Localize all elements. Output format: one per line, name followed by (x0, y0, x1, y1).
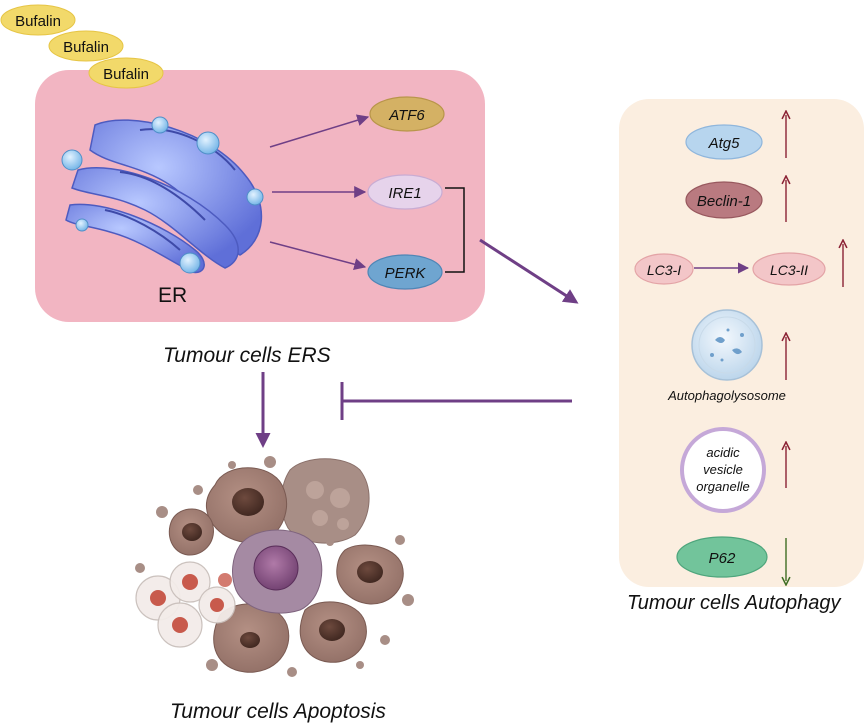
bufalin-ellipse-3 (88, 57, 164, 89)
atg5-node: Atg5 (685, 124, 763, 160)
lc3-i-label: LC3-I (647, 262, 681, 278)
atf6-node: ATF6 (369, 96, 445, 132)
p62-label: P62 (709, 550, 736, 567)
autophagolysosome-label: Autophagolysosome (667, 388, 786, 403)
er-organelle-icon (61, 116, 264, 274)
beclin-node: Beclin-1 (685, 181, 763, 219)
arrow-ers-to-autophagy (479, 238, 579, 304)
acidic-vesicle-line-1: acidic (706, 445, 740, 460)
er-label: ER (158, 284, 188, 307)
p62-node: P62 (676, 536, 768, 578)
caption-apoptosis: Tumour cells Apoptosis (170, 700, 386, 723)
beclin-label: Beclin-1 (697, 193, 751, 210)
caption-ers: Tumour cells ERS (163, 344, 331, 367)
bufalin-ellipse-1 (0, 4, 76, 36)
ire1-label: IRE1 (388, 185, 421, 202)
lc3-ii-node: LC3-II (752, 252, 826, 286)
lc3-i-node: LC3-I (634, 253, 694, 285)
bufalin-label-2: Bufalin (63, 39, 109, 56)
bufalin-label-1: Bufalin (15, 13, 61, 30)
arrow-er-to-perk (269, 241, 367, 271)
atf6-label: ATF6 (388, 107, 425, 124)
perk-node: PERK (367, 254, 443, 290)
caption-autophagy: Tumour cells Autophagy (627, 592, 841, 614)
bufalin-label-3: Bufalin (103, 66, 149, 83)
apoptotic-cells-illustration (135, 456, 414, 677)
arrow-er-to-atf6 (269, 114, 370, 148)
autophagolysosome-icon (691, 309, 763, 381)
bracket-ire1-perk (445, 187, 465, 273)
acidic-vesicle-line-3: organelle (696, 479, 750, 494)
acidic-vesicle-organelle-icon: acidic vesicle organelle (680, 427, 766, 513)
lc3-ii-label: LC3-II (770, 262, 808, 278)
atg5-label: Atg5 (708, 135, 741, 152)
vesicle-icon (61, 149, 83, 171)
perk-label: PERK (385, 265, 427, 282)
bufalin-ellipse-2 (48, 30, 124, 62)
ire1-node: IRE1 (367, 174, 443, 210)
bufalin-molecules: Bufalin Bufalin Bufalin (0, 4, 164, 89)
acidic-vesicle-line-2: vesicle (703, 462, 743, 477)
